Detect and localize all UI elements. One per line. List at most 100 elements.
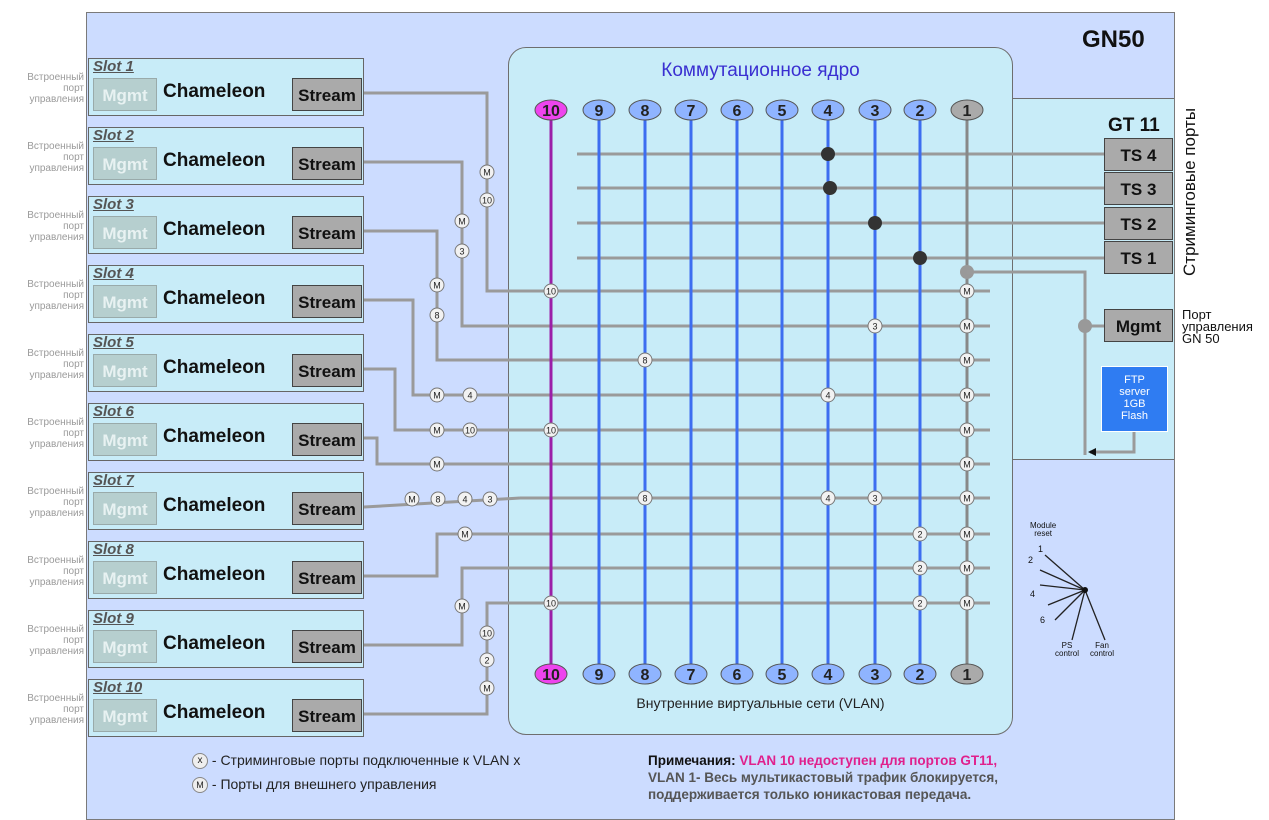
mgmt-wire bbox=[967, 270, 1087, 455]
badge-2-circle bbox=[912, 560, 928, 576]
vlan-number: 2 bbox=[916, 103, 925, 120]
ps-control-label: PS control bbox=[1055, 641, 1080, 658]
chameleon-module: Chameleon bbox=[163, 81, 266, 102]
slot-mgmt-port[interactable]: Mgmt bbox=[93, 354, 157, 387]
slot-mgmt-port[interactable]: Mgmt bbox=[93, 423, 157, 456]
wire-line bbox=[364, 601, 520, 716]
slot-label: Slot 9 bbox=[93, 610, 134, 627]
vlan-number: 9 bbox=[595, 667, 604, 684]
badge-m-circle bbox=[959, 456, 975, 472]
slot-stream-port[interactable]: Stream bbox=[292, 630, 362, 663]
badge-m-circle bbox=[479, 164, 495, 180]
junction-dot bbox=[913, 251, 927, 265]
slot-mgmt-port[interactable]: Mgmt bbox=[93, 492, 157, 525]
ftp-server-box[interactable]: FTP server 1GB Flash bbox=[1101, 366, 1168, 432]
badge-8: 8 bbox=[434, 311, 439, 321]
slot-stream-port[interactable]: Stream bbox=[292, 561, 362, 594]
badge-10-circle bbox=[543, 283, 559, 299]
chameleon-module: Chameleon bbox=[163, 150, 266, 171]
slot-label: Slot 7 bbox=[93, 472, 134, 489]
slot-mgmt-port[interactable]: Mgmt bbox=[93, 699, 157, 732]
slot-stream-port[interactable]: Stream bbox=[292, 354, 362, 387]
badge-10: 10 bbox=[482, 629, 492, 639]
gn50-mgmt-port[interactable]: Mgmt bbox=[1104, 309, 1173, 342]
ts4-port[interactable]: TS 4 bbox=[1104, 138, 1173, 171]
control-hub-dot bbox=[1082, 587, 1088, 593]
vlan-number: 5 bbox=[778, 103, 787, 120]
slot-mgmt-port[interactable]: Mgmt bbox=[93, 561, 157, 594]
badge-m: M bbox=[433, 391, 441, 401]
badge-2: 2 bbox=[917, 530, 922, 540]
badge-m-circle bbox=[959, 318, 975, 334]
badge-m: M bbox=[433, 426, 441, 436]
slot-mgmt-port[interactable]: Mgmt bbox=[93, 78, 157, 111]
slot-stream-port[interactable]: Stream bbox=[292, 216, 362, 249]
core-title: Коммутационное ядро bbox=[661, 60, 860, 81]
junction-dot bbox=[868, 216, 882, 230]
vlan-number: 6 bbox=[733, 103, 742, 120]
chameleon-module: Chameleon bbox=[163, 288, 266, 309]
vlan-number: 4 bbox=[824, 103, 833, 120]
vlan-oval bbox=[903, 663, 937, 685]
badge-3-circle bbox=[482, 491, 498, 507]
badge-2-circle bbox=[912, 526, 928, 542]
ts1-port[interactable]: TS 1 bbox=[1104, 241, 1173, 274]
ts3-port[interactable]: TS 3 bbox=[1104, 172, 1173, 205]
badge-4: 4 bbox=[825, 391, 830, 401]
slot-stream-port[interactable]: Stream bbox=[292, 285, 362, 318]
control-arrow bbox=[1039, 569, 1086, 591]
vlan-oval bbox=[903, 99, 937, 121]
vlan-number: 1 bbox=[963, 667, 972, 684]
chassis-title: GN50 bbox=[1082, 26, 1145, 53]
vlan-number: 7 bbox=[687, 103, 696, 120]
badge-3-circle bbox=[867, 318, 883, 334]
badge-10-circle bbox=[543, 595, 559, 611]
badge-8-circle bbox=[430, 491, 446, 507]
badge-m-circle bbox=[454, 213, 470, 229]
badge-m-circle bbox=[959, 283, 975, 299]
slot-stream-port[interactable]: Stream bbox=[292, 492, 362, 525]
vlan-oval bbox=[582, 99, 616, 121]
fan-control-label: Fan control bbox=[1090, 641, 1115, 658]
slot-mgmt-port[interactable]: Mgmt bbox=[93, 147, 157, 180]
badge-m-circle bbox=[429, 422, 445, 438]
badge-m: M bbox=[461, 530, 469, 540]
badge-m: M bbox=[963, 356, 971, 366]
vlan-oval bbox=[534, 99, 568, 121]
badge-m: M bbox=[963, 287, 971, 297]
junction-dot bbox=[823, 181, 837, 195]
badge-10-circle bbox=[479, 625, 495, 641]
slot-mgmt-port[interactable]: Mgmt bbox=[93, 285, 157, 318]
slot-4: Slot 4 Mgmt Chameleon Stream bbox=[88, 265, 364, 323]
gt11-title: GT 11 bbox=[1108, 115, 1160, 136]
legend-vlan: x - Стриминговые порты подключенные к VL… bbox=[192, 752, 520, 770]
badge-4-circle bbox=[820, 387, 836, 403]
badge-m: M bbox=[963, 460, 971, 470]
slot-stream-port[interactable]: Stream bbox=[292, 699, 362, 732]
badge-m: M bbox=[963, 391, 971, 401]
wire-line bbox=[364, 229, 520, 362]
control-num-2: 2 bbox=[1028, 555, 1034, 565]
vlan-number: 7 bbox=[687, 667, 696, 684]
badge-4: 4 bbox=[825, 494, 830, 504]
ts2-port[interactable]: TS 2 bbox=[1104, 207, 1173, 240]
badge-10: 10 bbox=[546, 426, 556, 436]
slot-mgmt-port[interactable]: Mgmt bbox=[93, 630, 157, 663]
slot-stream-port[interactable]: Stream bbox=[292, 78, 362, 111]
slot-label: Slot 4 bbox=[93, 265, 134, 282]
slot-stream-port[interactable]: Stream bbox=[292, 423, 362, 456]
badge-8-circle bbox=[637, 490, 653, 506]
chameleon-module: Chameleon bbox=[163, 219, 266, 240]
badge-m-circle bbox=[959, 490, 975, 506]
badge-3: 3 bbox=[872, 494, 877, 504]
ftp-arrow-line bbox=[1090, 432, 1136, 454]
badge-10: 10 bbox=[546, 287, 556, 297]
slot-mgmt-port[interactable]: Mgmt bbox=[93, 216, 157, 249]
slot-stream-port[interactable]: Stream bbox=[292, 147, 362, 180]
